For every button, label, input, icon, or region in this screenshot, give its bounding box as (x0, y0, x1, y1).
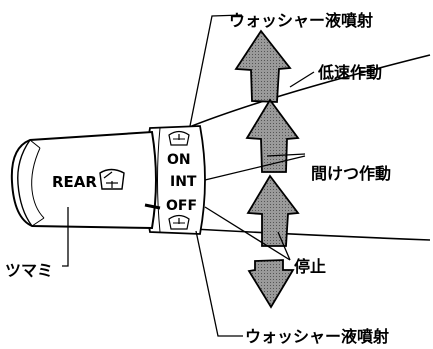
label-low-speed: 低速作動 (317, 63, 382, 82)
arrow-low-speed (245, 98, 300, 173)
knob[interactable] (10, 130, 161, 230)
washer-icon-bottom (168, 214, 190, 230)
position-label-on: ON (167, 152, 191, 168)
position-label-int: INT (170, 174, 197, 190)
stalk-body (169, 54, 431, 241)
leader-lines (62, 14, 315, 337)
position-label-off: OFF (166, 198, 197, 214)
washer-icon (168, 130, 190, 146)
arrow-washer-down (247, 259, 295, 309)
label-washer-bottom: ウォッシャー液噴射 (245, 327, 389, 346)
label-intermittent: 間けつ作動 (311, 164, 391, 183)
rear-wiper-icon (99, 168, 125, 190)
arrow-washer-up (234, 29, 292, 103)
label-stop: 停止 (294, 257, 326, 276)
label-washer-top: ウォッシャー液噴射 (229, 11, 373, 30)
knob-label-rear: REAR (52, 173, 97, 191)
label-knob: ツマミ (5, 261, 53, 280)
arrow-intermittent (246, 174, 300, 247)
